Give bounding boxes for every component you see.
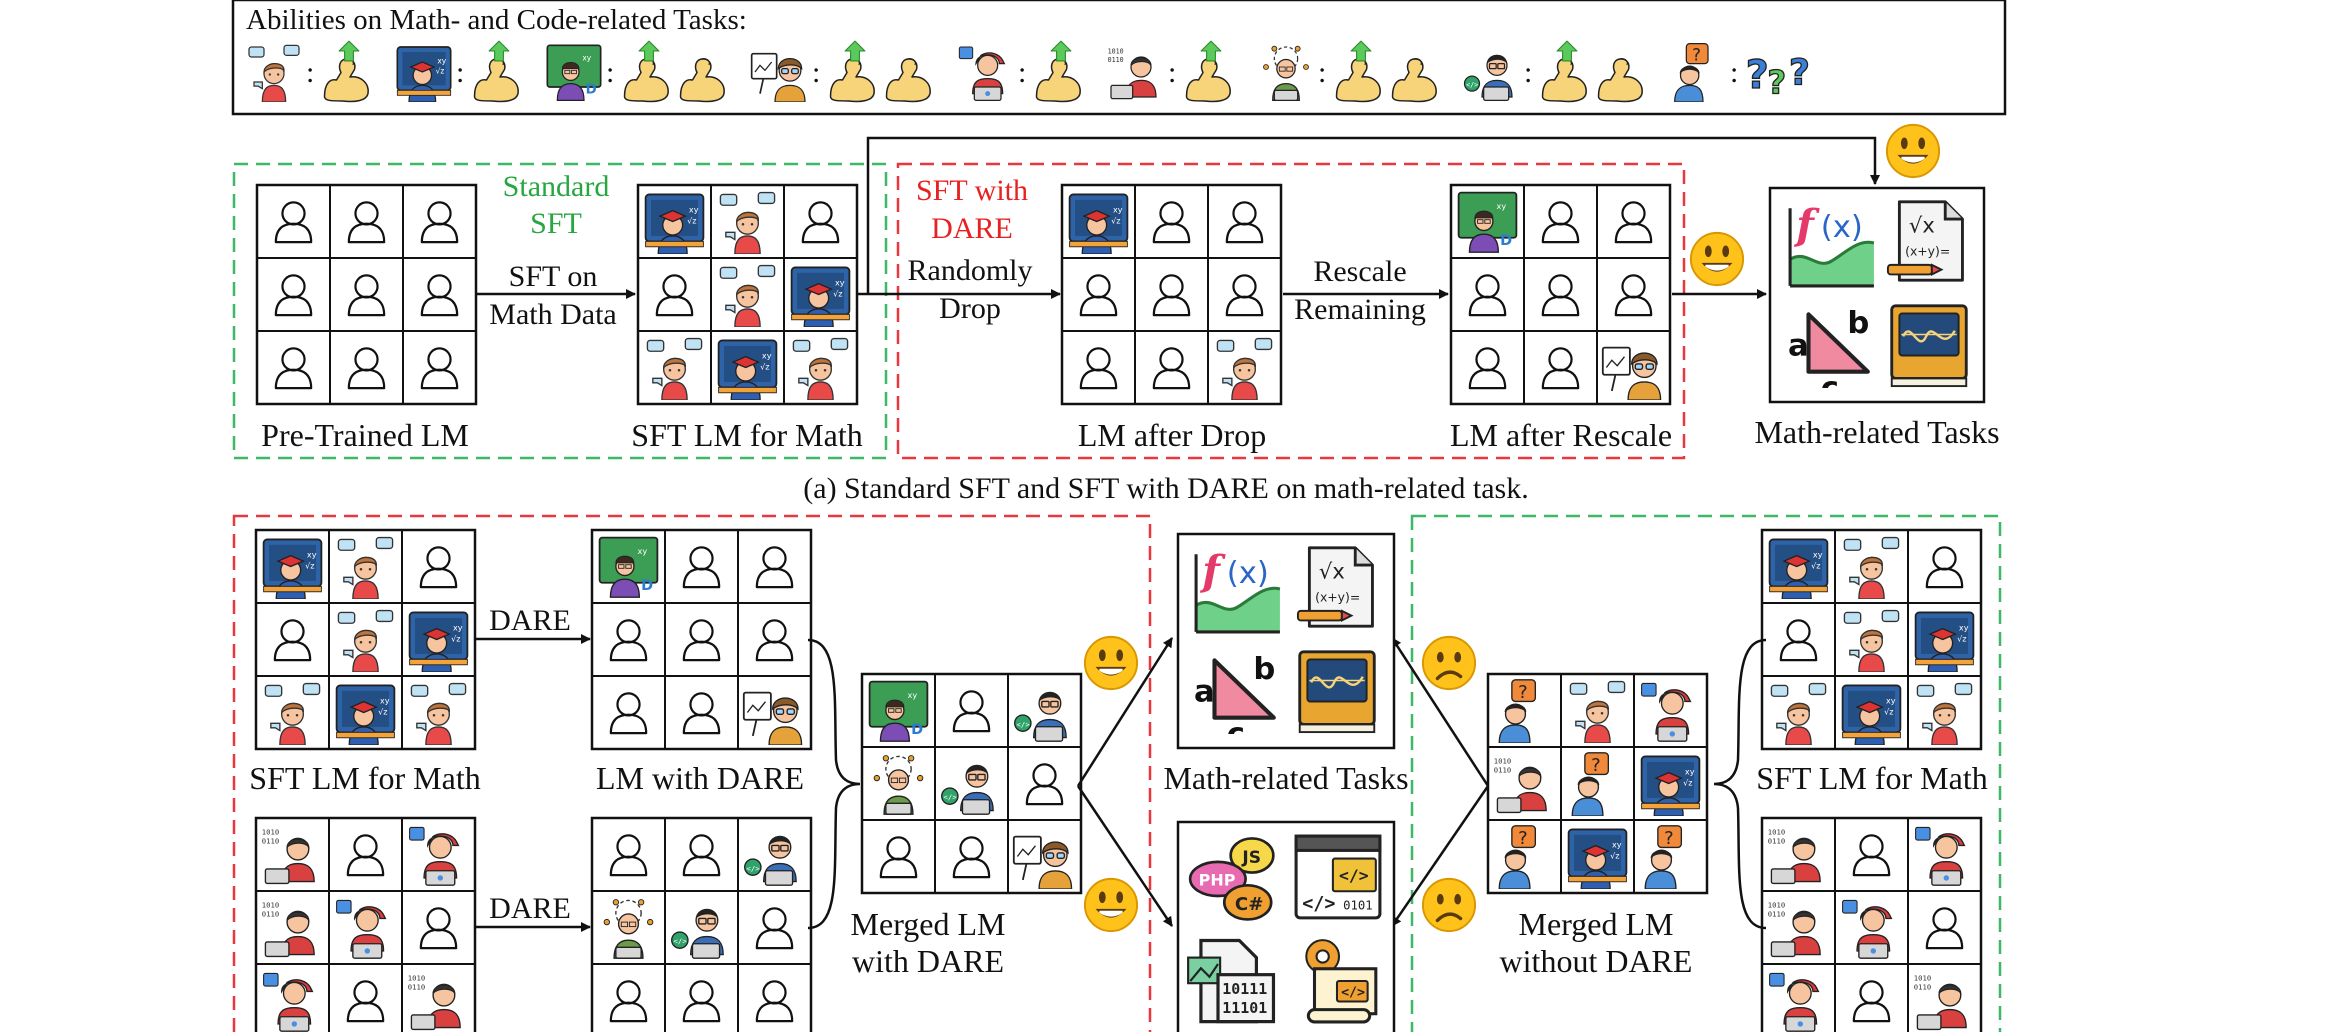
- grid-sft-lm-math-top: [636, 183, 859, 406]
- label-lm-after-drop: LM after Drop: [1078, 417, 1266, 453]
- sft-with-dare-box: [896, 162, 1686, 460]
- math-book-icon: [1298, 650, 1376, 734]
- label-pretrained-lm: Pre-Trained LM: [261, 417, 469, 453]
- graduate-board-icon: [1841, 684, 1902, 745]
- smile-emoji-icon: [1885, 123, 1941, 179]
- legend-colon: :: [1730, 56, 1738, 89]
- grid-lm-after-drop: [1060, 183, 1283, 406]
- grid-sft-lm-math-right: [1760, 528, 1983, 751]
- legend-entries: :::::::::: [248, 40, 1811, 103]
- graduate-board-icon: [1640, 755, 1701, 816]
- label-sft-lm-math-left: SFT LM for Math: [249, 760, 480, 796]
- grid-lm-with-dare-code: [590, 816, 813, 1032]
- grid-merged-lm-with-dare: [860, 672, 1083, 895]
- label-merged-dare-1: Merged LM: [851, 906, 1006, 942]
- arrow-merged-dare-to-code: [1076, 785, 1174, 927]
- standard-sft-box: [232, 162, 888, 460]
- arrow-rescale-label-2: Remaining: [1294, 293, 1426, 326]
- math-book-icon: [1890, 304, 1968, 388]
- legend-colon: :: [812, 56, 820, 89]
- sft-with-dare-label-2: DARE: [931, 212, 1013, 245]
- graduate-board-icon: [1068, 193, 1129, 254]
- dare-merge-box: [232, 514, 1152, 1032]
- math-sheet-icon: [1296, 546, 1374, 628]
- legend-colon: :: [306, 56, 314, 89]
- legend-colon: :: [1524, 56, 1532, 89]
- sad-emoji-icon: [1421, 635, 1477, 691]
- caption-a: (a) Standard SFT and SFT with DARE on ma…: [803, 472, 1528, 505]
- grid-pretrained-lm: [255, 183, 478, 406]
- legend-colon: :: [456, 56, 464, 89]
- merge-brace-no-dare: [1713, 638, 1767, 930]
- label-merged-no-dare-1: Merged LM: [1519, 906, 1674, 942]
- code-window-icon: [1294, 834, 1382, 920]
- graduate-board-icon: [262, 538, 323, 599]
- legend-colon: :: [1018, 56, 1026, 89]
- label-sft-lm-math-top: SFT LM for Math: [631, 417, 862, 453]
- grid-sft-lm-math-left: [254, 528, 477, 751]
- standard-sft-label-1: Standard: [503, 170, 610, 203]
- smile-emoji-icon: [1083, 877, 1139, 933]
- legend-title: Abilities on Math- and Code-related Task…: [246, 4, 747, 36]
- grid-lm-with-dare-math: [590, 528, 813, 751]
- arrow-drop-label-2: Drop: [939, 292, 1001, 325]
- legend-colon: :: [1318, 56, 1326, 89]
- smile-emoji-icon: [1689, 231, 1745, 287]
- label-math-tasks-top: Math-related Tasks: [1754, 414, 1999, 450]
- label-merged-no-dare-2: without DARE: [1500, 943, 1693, 979]
- label-math-tasks-bottom: Math-related Tasks: [1163, 760, 1408, 796]
- math-tasks-box-bottom: [1176, 532, 1396, 750]
- label-sft-lm-math-right: SFT LM for Math: [1756, 760, 1987, 796]
- grid-sft-lm-code-right: [1760, 816, 1983, 1032]
- graduate-board-icon: [790, 266, 851, 327]
- arrow-sft-label-2: Math Data: [489, 298, 616, 331]
- grid-merged-lm-without-dare: [1486, 672, 1709, 895]
- function-graph-icon: [1788, 199, 1876, 288]
- arrow-rescale-label-1: Rescale: [1313, 255, 1406, 288]
- graduate-board-icon: [644, 193, 705, 254]
- arrow-sft-label-1: SFT on: [509, 260, 598, 293]
- graduate-board-icon: [1914, 611, 1975, 672]
- sft-with-dare-label-1: SFT with: [916, 174, 1028, 207]
- graduate-board-icon: [1768, 538, 1829, 599]
- math-tasks-box-top: [1768, 186, 1986, 404]
- arrow-standard-to-tasks: [866, 136, 1880, 294]
- arrow-merged-no-dare-to-code: [1390, 785, 1490, 927]
- legend-colon: :: [1168, 56, 1176, 89]
- label-merged-dare-2: with DARE: [852, 943, 1004, 979]
- sad-emoji-icon: [1421, 877, 1477, 933]
- graduate-board-icon: [1567, 828, 1628, 889]
- legend-colon: :: [606, 56, 614, 89]
- arrow-drop-label-1: Randomly: [908, 254, 1033, 287]
- arrow-merged-dare-to-math: [1076, 637, 1174, 787]
- standard-sft-label-2: SFT: [530, 207, 582, 240]
- label-lm-after-rescale: LM after Rescale: [1450, 417, 1672, 453]
- graduate-board-icon: [396, 46, 452, 102]
- label-lm-with-dare: LM with DARE: [596, 760, 804, 796]
- code-tasks-box: [1176, 820, 1396, 1032]
- graduate-board-icon: [717, 339, 778, 400]
- arrow-merged-no-dare-to-math: [1390, 637, 1490, 787]
- grid-sft-lm-code-left: [254, 816, 477, 1032]
- math-sheet-icon: [1886, 200, 1964, 282]
- graduate-board-icon: [335, 684, 396, 745]
- smile-emoji-icon: [1083, 635, 1139, 691]
- dare-label-code: DARE: [489, 892, 571, 925]
- legend-box: Abilities on Math- and Code-related Task…: [231, 0, 2007, 116]
- dare-label-math: DARE: [489, 604, 571, 637]
- graduate-board-icon: [408, 611, 469, 672]
- no-dare-merge-box: [1410, 514, 2002, 1032]
- grid-lm-after-rescale: [1449, 183, 1672, 406]
- function-graph-icon: [1194, 545, 1282, 634]
- merge-brace-dare: [807, 638, 861, 930]
